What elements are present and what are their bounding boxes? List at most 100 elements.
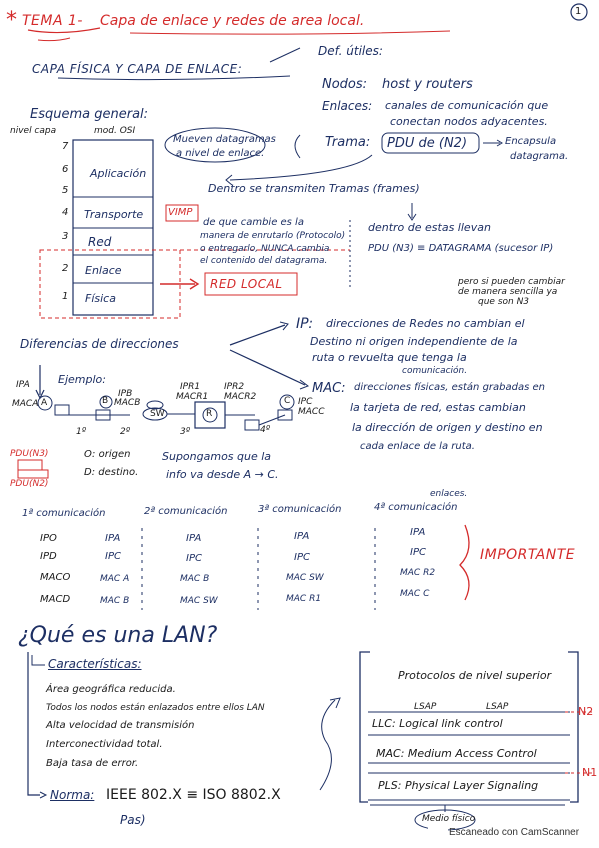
layer-number: 3 [62,231,69,242]
stack-n1: N1 [582,766,598,779]
dentro-llevan-1: dentro de estas llevan [368,221,491,234]
dentro-llevan-2: PDU (N3) ≡ DATAGRAMA (sucesor IP) [368,243,554,254]
vimp-label: VIMP [168,207,193,218]
hop-label: 1º [76,427,86,437]
ip-label: IP: [296,316,314,332]
node-a-ip: IPA [16,380,30,390]
section1-title: CAPA FÍSICA Y CAPA DE ENLACE: [32,62,243,76]
comm-cell: IPA [105,533,121,544]
layer-name: Aplicación [90,167,147,180]
note-line-3: o entregarlo, NUNCA cambia [200,244,330,254]
defs-nodos-text: host y routers [382,77,473,92]
stack-n2: N2 [578,705,594,718]
importante-label: IMPORTANTE [480,547,576,563]
suponemos-line-1: Supongamos que la [162,450,272,463]
hop-label: 3º [180,427,190,437]
lan-item: Interconectividad total. [46,739,163,750]
defs-title: Def. útiles: [318,44,383,58]
destino-label: D: destino. [84,467,139,478]
mac-text-3: la dirección de origen y destino en [352,421,543,434]
esquema-col-nivel: nivel capa [10,126,57,136]
defs-enlaces-text-1: canales de comunicación que [385,99,549,112]
note-line-1: de que cambie es la [203,217,304,228]
stack-protocolos: Protocolos de nivel superior [398,669,552,682]
defs-enlaces-label: Enlaces: [322,99,373,113]
origen-label: O: origen [84,449,131,460]
stack-lsap: LSAP [414,702,437,712]
node-b-letter: B [102,396,109,406]
topic-marker: * [6,8,17,33]
hop-label: 2º [120,427,130,437]
row-label: IPO [40,533,57,544]
ip-text-4: comunicación. [402,366,468,376]
node-r-mac2: MACR2 [224,392,257,402]
lan-item: Área geográfica reducida. [46,684,176,695]
comm-cell: MAC SW [180,596,218,606]
stack-llc: LLC: Logical link control [372,717,503,730]
comm-cell: MAC A [100,574,130,584]
row-label: MACD [40,594,71,605]
comm-cell: IPC [186,553,202,564]
comm-cell: IPC [294,552,310,563]
page-number: 1 [575,6,582,17]
layer-name: Enlace [85,264,122,277]
mac-text-2: la tarjeta de red, estas cambian [350,401,526,414]
comm-cell: MAC R2 [400,568,436,578]
suponemos-line-2: info va desde A → C. [166,468,279,481]
ip-text-3: ruta o revuelta que tenga la [312,351,467,364]
node-r-letter: R [206,409,213,419]
hop-label: 4º [260,425,270,435]
node-r-ip2: IPR2 [224,382,245,392]
layer-number: 6 [62,164,69,175]
norma-label: Norma: [50,788,95,802]
scanner-watermark: Escaneado con CamScanner [449,827,580,838]
node-a-mac: MACA [12,399,39,409]
note-line-4: el contenido del datagrama. [200,256,328,266]
trama-pdu: PDU de (N2) [387,136,468,151]
layer-number: 4 [62,207,69,218]
node-r-ip1: IPR1 [180,382,201,392]
comm-cell: MAC C [400,589,430,599]
esquema-title: Esquema general: [30,107,149,122]
node-a-letter: A [41,398,48,408]
lan-item: Alta velocidad de transmisión [46,720,195,731]
trama-note-2: datagrama. [510,151,569,162]
comm-cell: IPC [105,551,121,562]
row-label: MACO [40,572,71,583]
comm-cell: IPA [410,527,426,538]
mac-label: MAC: [312,381,346,396]
row-label: IPD [40,551,57,562]
stack-mac: MAC: Medium Access Control [376,747,537,760]
comm-header-1: 1ª comunicación [22,508,106,519]
ip-text-2: Destino ni origen independiente de la [310,335,518,348]
topic-title: Capa de enlace y redes de area local. [100,13,365,29]
norma-text: IEEE 802.X ≡ ISO 8802.X [106,787,281,803]
comm-cell: MAC R1 [286,594,322,604]
direcciones-title: Diferencias de direcciones [20,337,179,351]
comm-cell: IPA [186,533,202,544]
defs-nodos-label: Nodos: [322,77,368,92]
lan-item: Baja tasa de error. [46,758,139,769]
dentro-text: Dentro se transmiten Tramas (frames) [208,182,420,195]
defs-enlaces-text-2: conectan nodos adyacentes. [390,115,548,128]
comm-cell: MAC B [100,596,130,606]
red-local-label: RED LOCAL [210,277,283,291]
mac-text-4: cada enlace de la ruta. [360,441,475,452]
esquema-col-model: mod. OSI [94,126,136,136]
trama-note-1: Encapsula [505,136,557,147]
node-b-ip: IPB [118,389,133,399]
comm-cell: IPA [294,531,310,542]
ip-text-1: direcciones de Redes no cambian el [326,317,525,330]
comm-header-3: 3ª comunicación [258,504,342,515]
enlaces-note: enlaces. [430,489,468,499]
node-c-ip: IPC [298,397,313,407]
pdu-n2-label: PDU(N2) [10,479,49,489]
mac-text-1: direcciones físicas, están grabadas en [354,382,545,393]
stack-medio: Medio físico [422,814,476,824]
stack-pls: PLS: Physical Layer Signaling [378,779,539,792]
comm-header-4: 4ª comunicación [374,502,458,513]
node-sw: SW [150,409,165,419]
lan-title: ¿Qué es una LAN? [18,623,218,648]
node-c-mac: MACC [298,407,325,417]
